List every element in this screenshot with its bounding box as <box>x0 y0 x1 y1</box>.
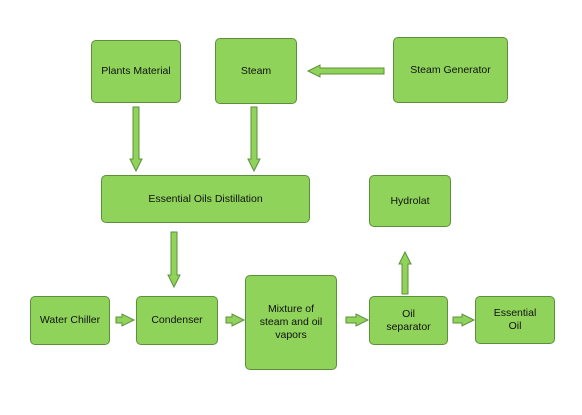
arrow-steam-to-distillation <box>247 106 261 173</box>
node-hydrolat: Hydrolat <box>369 175 451 227</box>
arrow-steam-generator-to-steam <box>306 64 385 78</box>
arrow-mixture-to-oil-separator <box>345 313 370 327</box>
node-essential-oils-distillation: Essential Oils Distillation <box>101 175 310 223</box>
arrow-plants-material-to-distillation <box>129 106 143 173</box>
arrow-oil-separator-to-hydrolat <box>398 250 412 295</box>
node-water-chiller: Water Chiller <box>30 296 110 345</box>
arrow-water-chiller-to-condenser <box>115 313 136 327</box>
arrow-distillation-to-condenser <box>167 231 181 289</box>
node-condenser: Condenser <box>136 296 218 345</box>
node-steam-generator: Steam Generator <box>393 37 508 103</box>
arrow-condenser-to-mixture <box>225 313 246 327</box>
node-oil-separator: Oil separator <box>369 296 448 345</box>
node-mixture: Mixture of steam and oil vapors <box>245 275 337 370</box>
node-steam: Steam <box>215 38 297 104</box>
node-plants-material: Plants Material <box>91 40 181 103</box>
arrow-oil-separator-to-essential-oil <box>452 313 476 327</box>
node-essential-oil: Essential Oil <box>475 296 555 344</box>
